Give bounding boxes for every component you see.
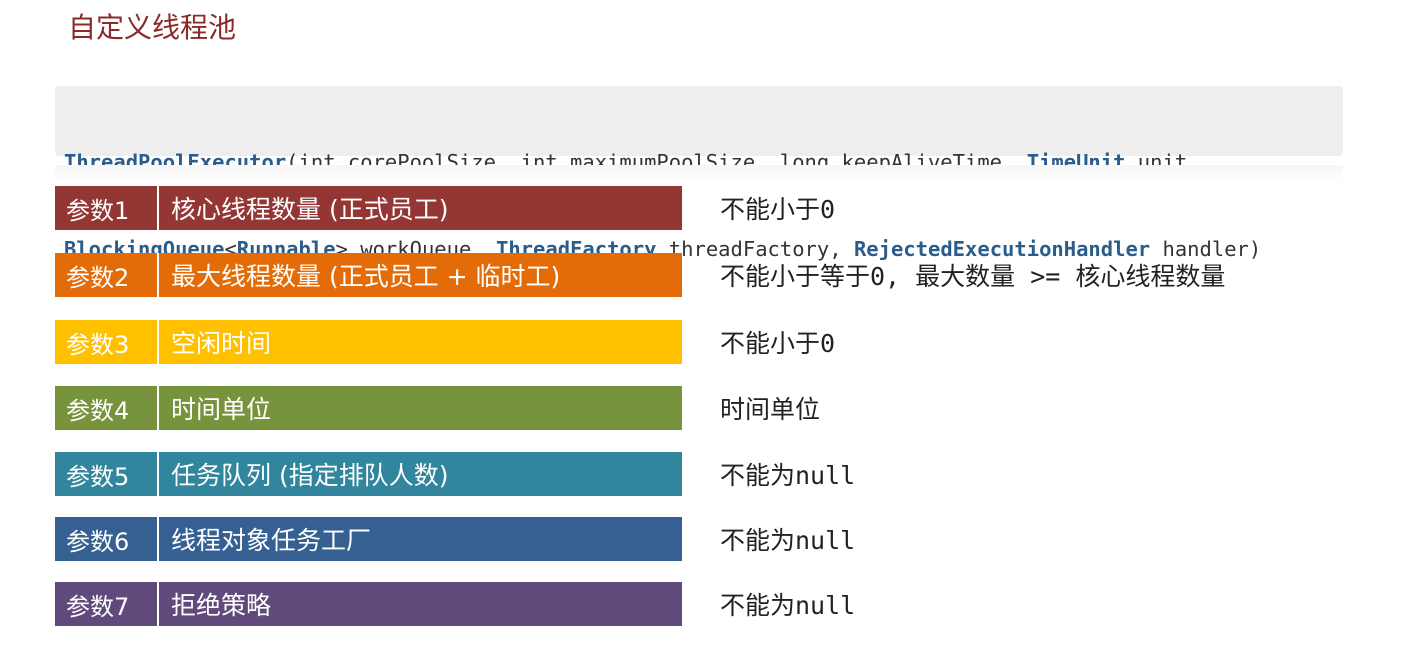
param-label: 空闲时间 bbox=[171, 329, 272, 358]
param-number: 参数2 bbox=[66, 263, 130, 292]
param-constraint: 不能小于等于0, 最大数量 >= 核心线程数量 bbox=[720, 262, 1226, 291]
param-divider bbox=[157, 320, 159, 364]
param-row-1: 参数1 核心线程数量 (正式员工) bbox=[55, 186, 682, 230]
param-divider bbox=[157, 452, 159, 496]
param-label: 拒绝策略 bbox=[171, 591, 272, 620]
param-constraint: 不能为null bbox=[720, 591, 856, 620]
param-label: 核心线程数量 (正式员工) bbox=[171, 195, 449, 224]
param-number: 参数5 bbox=[66, 462, 130, 491]
param-label: 最大线程数量 (正式员工 + 临时工) bbox=[171, 262, 561, 291]
param-constraint: 时间单位 bbox=[720, 395, 821, 424]
code-block: ThreadPoolExecutor(int corePoolSize, int… bbox=[55, 86, 1343, 261]
code-keyword: RejectedExecutionHandler bbox=[853, 237, 1151, 261]
param-constraint: 不能小于0 bbox=[720, 329, 836, 358]
param-number: 参数1 bbox=[66, 196, 130, 225]
faded-code-reflection bbox=[55, 165, 1343, 181]
param-number: 参数3 bbox=[66, 330, 130, 359]
param-row-6: 参数6 线程对象任务工厂 bbox=[55, 517, 682, 561]
param-divider bbox=[157, 186, 159, 230]
code-text: handler) bbox=[1150, 237, 1262, 261]
page-title: 自定义线程池 bbox=[68, 11, 237, 44]
param-number: 参数6 bbox=[66, 527, 130, 556]
code-text: threadFactory, bbox=[656, 237, 854, 261]
param-row-5: 参数5 任务队列 (指定排队人数) bbox=[55, 452, 682, 496]
param-row-4: 参数4 时间单位 bbox=[55, 386, 682, 430]
param-row-2: 参数2 最大线程数量 (正式员工 + 临时工) bbox=[55, 253, 682, 297]
param-constraint: 不能小于0 bbox=[720, 195, 836, 224]
param-row-7: 参数7 拒绝策略 bbox=[55, 582, 682, 626]
param-label: 时间单位 bbox=[171, 395, 272, 424]
param-number: 参数4 bbox=[66, 396, 130, 425]
param-label: 线程对象任务工厂 bbox=[171, 526, 372, 555]
param-label: 任务队列 (指定排队人数) bbox=[171, 461, 449, 490]
param-divider bbox=[157, 386, 159, 430]
param-divider bbox=[157, 253, 159, 297]
param-constraint: 不能为null bbox=[720, 461, 856, 490]
param-divider bbox=[157, 517, 159, 561]
param-divider bbox=[157, 582, 159, 626]
param-number: 参数7 bbox=[66, 592, 130, 621]
param-row-3: 参数3 空闲时间 bbox=[55, 320, 682, 364]
param-constraint: 不能为null bbox=[720, 526, 856, 555]
